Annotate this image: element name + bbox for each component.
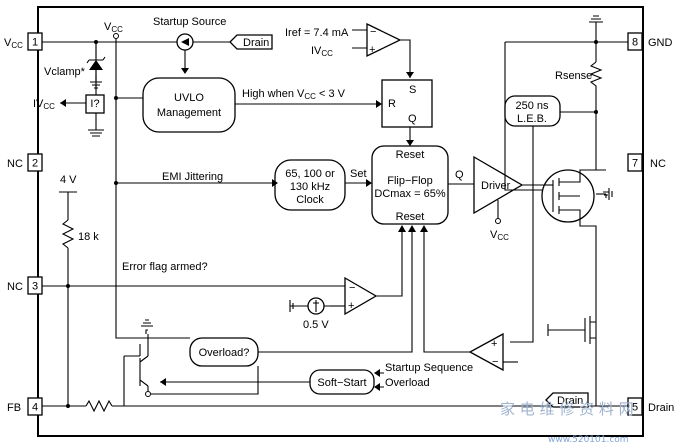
half-volt-label: 0.5 V bbox=[303, 319, 329, 331]
pin-1: 1 VCC bbox=[4, 32, 43, 51]
ff-line1: Flip−Flop bbox=[387, 175, 433, 187]
pin-8: 8 GND bbox=[627, 32, 673, 51]
pin-5-number: 5 bbox=[632, 402, 638, 414]
pin-4-name: FB bbox=[7, 402, 21, 414]
vcc-wiring bbox=[42, 33, 278, 339]
drain-tag-bottom bbox=[545, 392, 589, 408]
uvlo-line1: UVLO bbox=[174, 92, 204, 104]
soft-start-block bbox=[160, 369, 384, 395]
watermark-text: 家 电 维 修 资 料 网 bbox=[500, 400, 634, 418]
pin-8-number: 8 bbox=[632, 37, 638, 49]
iref-cmp-plus: + bbox=[369, 44, 375, 56]
clamp-transistor bbox=[547, 316, 596, 344]
r18k-label: 18 k bbox=[78, 231, 99, 243]
pin-3-number: 3 bbox=[32, 281, 38, 293]
error-cmp-minus: − bbox=[349, 282, 355, 294]
startup-source bbox=[176, 33, 273, 74]
ivcc-left-label: IVCC bbox=[33, 98, 55, 111]
sense-wiring bbox=[504, 15, 628, 343]
ff-line2: DCmax = 65% bbox=[374, 188, 445, 200]
reset-wiring bbox=[258, 225, 470, 353]
ff-reset-top: Reset bbox=[396, 149, 425, 161]
sr-r: R bbox=[388, 98, 396, 110]
overload-block bbox=[189, 337, 259, 367]
vclamp-zener bbox=[86, 42, 106, 89]
pin-2-number: 2 bbox=[32, 158, 38, 170]
sr-q: Q bbox=[408, 113, 417, 125]
power-mosfet bbox=[541, 169, 613, 406]
leb-line1: 250 ns bbox=[515, 100, 549, 112]
sense-amp-plus: + bbox=[491, 338, 497, 350]
pin-4: 4 FB bbox=[7, 397, 43, 416]
osc-line3: Clock bbox=[296, 194, 324, 206]
sr-latch bbox=[381, 79, 433, 146]
ivcc-ref-label: IVCC bbox=[311, 45, 333, 58]
pin-7-number: 7 bbox=[632, 158, 638, 170]
pin-5-name: Drain bbox=[648, 402, 674, 414]
startup-sequence-label: Startup Sequence bbox=[385, 362, 473, 374]
pin-3: 3 NC bbox=[7, 276, 43, 295]
sr-s: S bbox=[409, 84, 416, 96]
soft-start-label: Soft−Start bbox=[317, 377, 366, 389]
vcc-driver-label: VCC bbox=[490, 229, 509, 242]
iref-label: Iref = 7.4 mA bbox=[285, 27, 349, 39]
pin-8-name: GND bbox=[648, 37, 673, 49]
pin-2: 2 NC bbox=[7, 153, 43, 172]
ff-q-label: Q bbox=[455, 169, 464, 181]
i-query-label: I? bbox=[90, 98, 99, 110]
ivcc-current-source bbox=[60, 94, 105, 137]
set-label: Set bbox=[350, 168, 367, 180]
high-when-label: High when VCC < 3 V bbox=[242, 88, 346, 101]
iref-cmp-minus: − bbox=[370, 26, 376, 38]
pin-7-name: NC bbox=[650, 158, 666, 170]
sense-amplifier bbox=[468, 332, 518, 372]
pin-3-name: NC bbox=[7, 281, 23, 293]
rsense-label: Rsense bbox=[555, 70, 592, 82]
driver-label: Driver bbox=[481, 180, 511, 192]
watermark-url: www.520101.com bbox=[548, 435, 629, 445]
leb-line2: L.E.B. bbox=[517, 113, 547, 125]
vclamp-label: Vclamp* bbox=[44, 66, 86, 78]
pin-5: 5 Drain bbox=[627, 397, 674, 416]
emi-jittering-label: EMI Jittering bbox=[162, 171, 223, 183]
error-cmp-plus: + bbox=[348, 300, 354, 312]
osc-line1: 65, 100 or bbox=[285, 168, 335, 180]
leb-block bbox=[504, 95, 561, 127]
fb-clamp-transistor bbox=[123, 319, 259, 406]
drain-bottom-label: Drain bbox=[557, 395, 583, 407]
pin-7: 7 NC bbox=[627, 153, 666, 172]
four-volt-label: 4 V bbox=[60, 174, 77, 186]
pin-2-name: NC bbox=[7, 158, 23, 170]
overload-label: Overload bbox=[385, 377, 430, 389]
oscillator-block bbox=[272, 159, 372, 211]
error-flag-label: Error flag armed? bbox=[122, 261, 208, 273]
drain-tag-top: Drain bbox=[243, 37, 269, 49]
pin-1-number: 1 bbox=[32, 37, 38, 49]
pin-1-name: VCC bbox=[4, 37, 23, 50]
overload-question-label: Overload? bbox=[199, 347, 250, 359]
uvlo-block bbox=[142, 77, 382, 133]
pullup-network bbox=[42, 191, 628, 413]
driver-block bbox=[473, 155, 545, 224]
sense-amp-minus: − bbox=[492, 356, 498, 368]
pin-4-number: 4 bbox=[32, 402, 38, 414]
osc-line2: 130 kHz bbox=[290, 181, 330, 193]
flip-flop-block bbox=[371, 145, 474, 225]
error-comparator bbox=[289, 276, 378, 316]
iref-comparator bbox=[352, 22, 414, 78]
uvlo-line2: Management bbox=[157, 107, 221, 119]
vcc-node-label: VCC bbox=[104, 21, 123, 34]
chip-outline bbox=[37, 6, 644, 437]
ff-reset-bottom: Reset bbox=[396, 211, 425, 223]
startup-source-label: Startup Source bbox=[153, 16, 226, 28]
